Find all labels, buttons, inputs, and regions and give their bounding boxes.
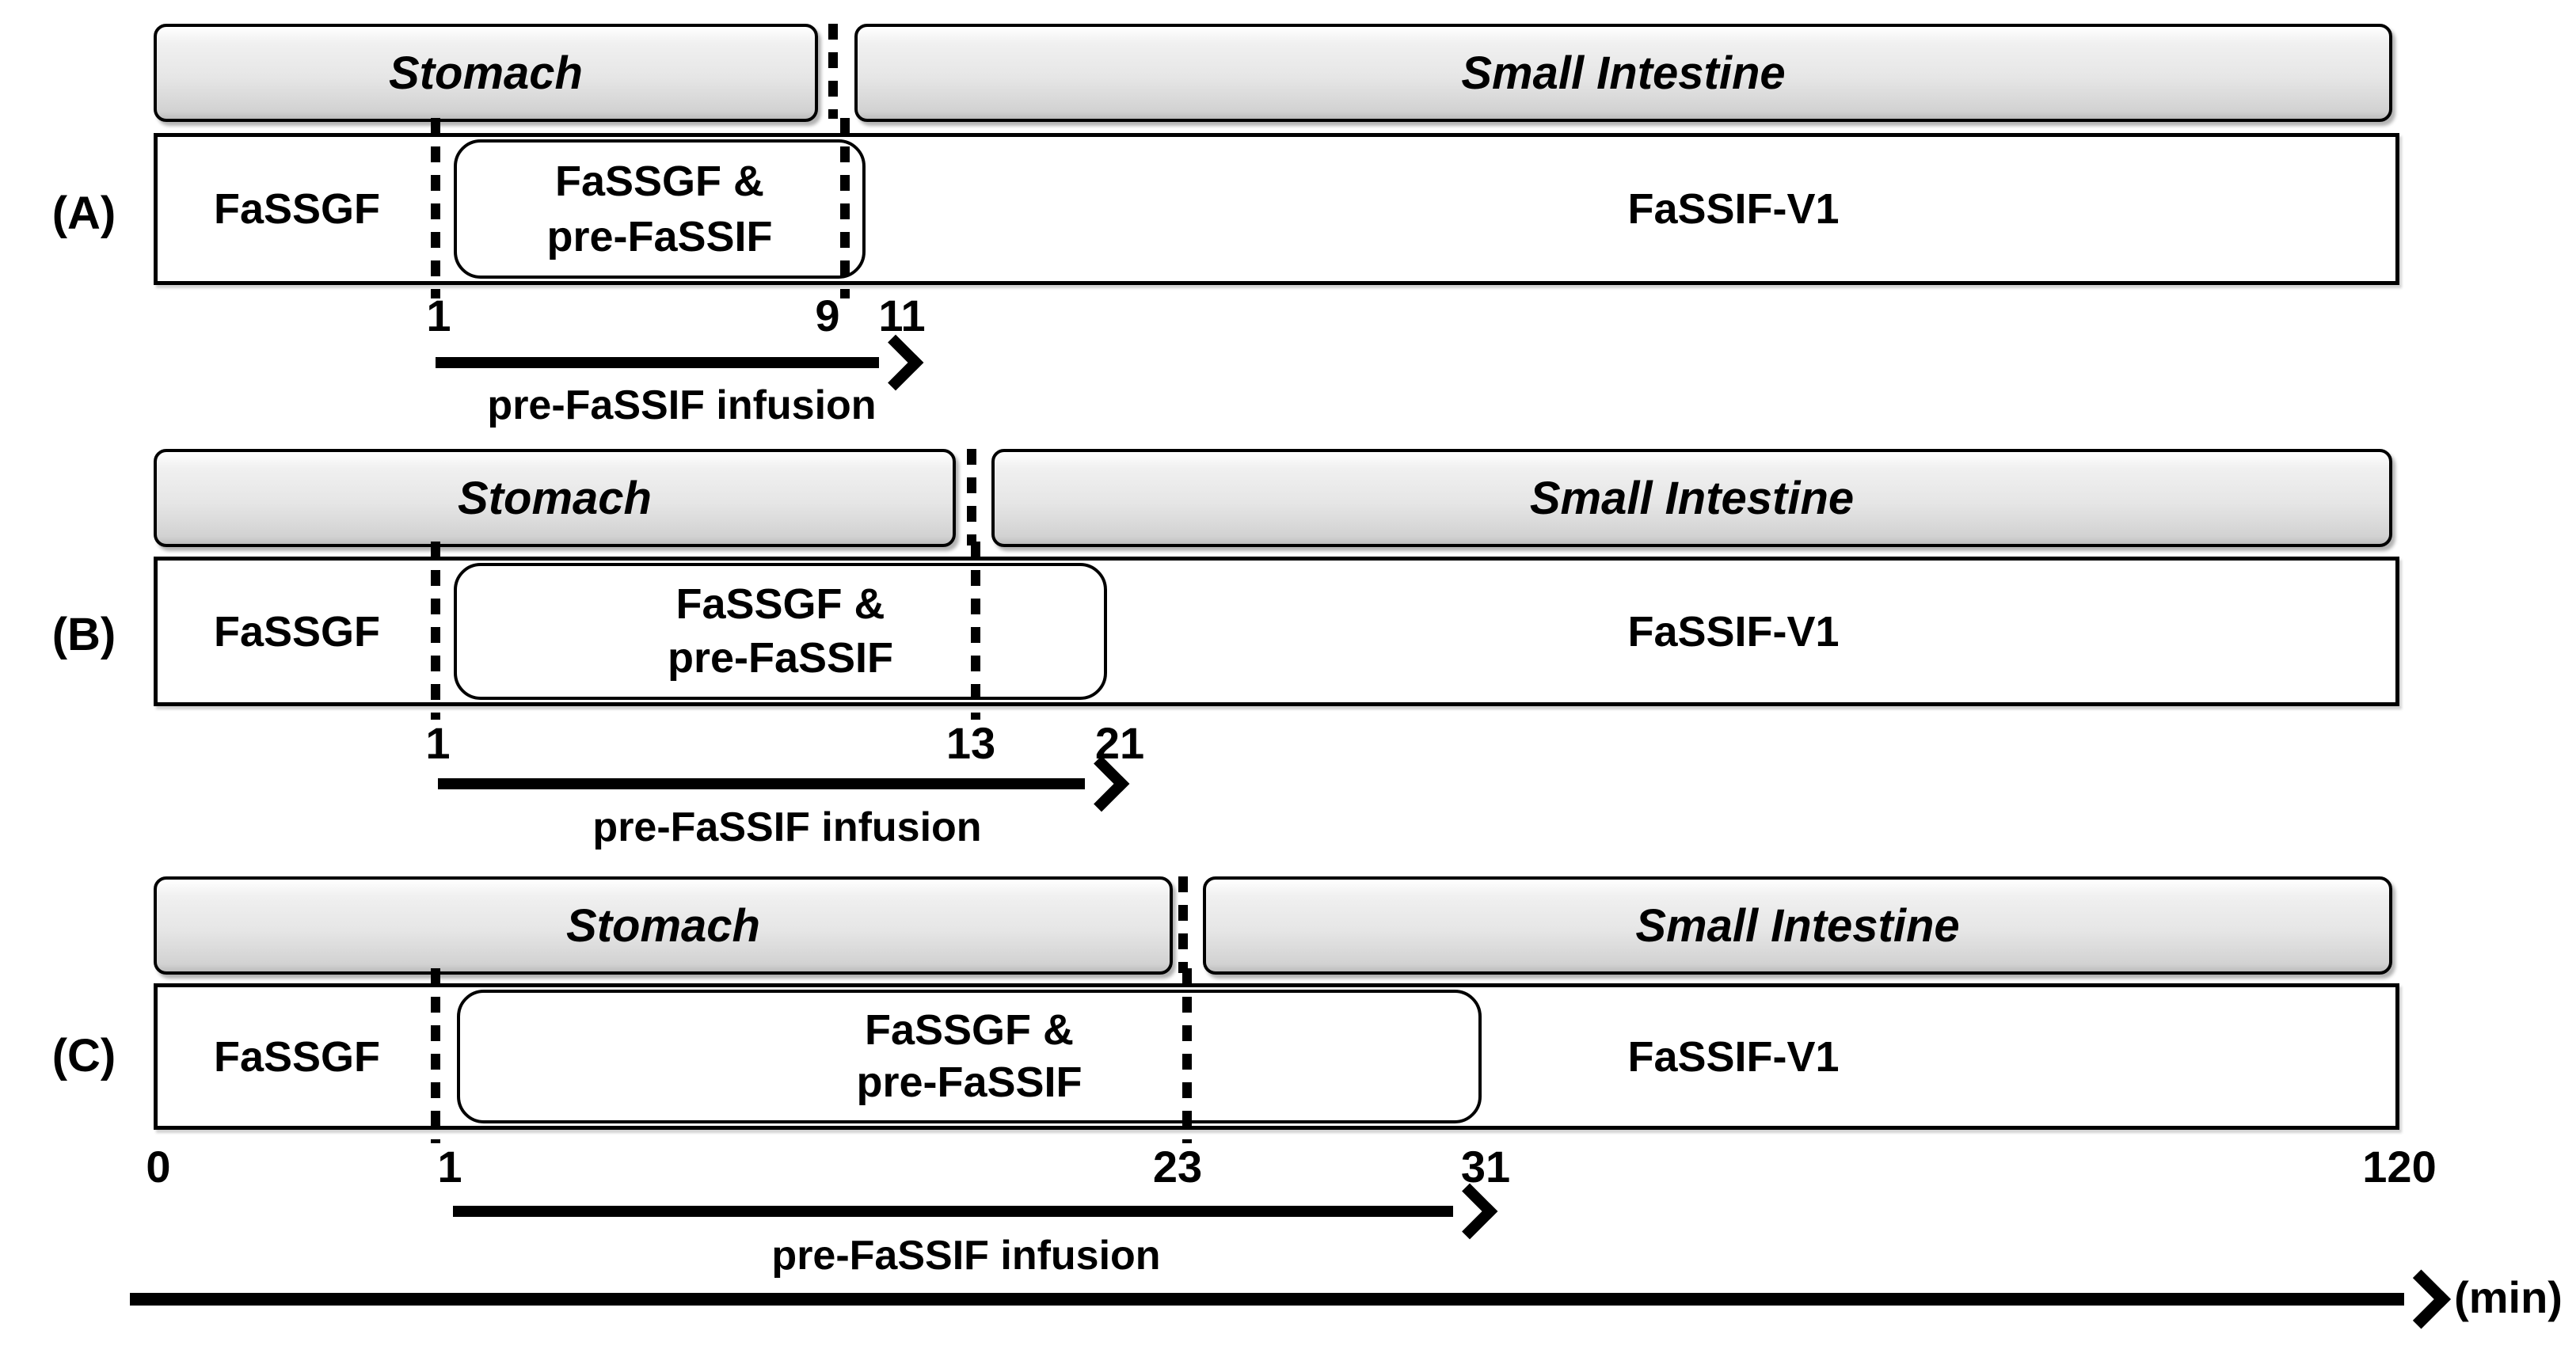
infusion-label-c: pre-FaSSIF infusion bbox=[771, 1233, 1161, 1279]
segment-mix-box-b: FaSSGF & pre-FaSSIF bbox=[454, 563, 1107, 700]
time-axis-arrow bbox=[130, 1293, 2404, 1306]
segment-fassif-c: FaSSIF-V1 bbox=[1627, 1032, 1840, 1081]
mix-line2-a: pre-FaSSIF bbox=[546, 212, 773, 260]
infusion-label-a: pre-FaSSIF infusion bbox=[487, 382, 877, 428]
media-bar-a: FaSSGF FaSSGF & pre-FaSSIF FaSSIF-V1 bbox=[154, 118, 2399, 298]
panel-letter-b: (B) bbox=[51, 609, 116, 660]
segment-fassif-a: FaSSIF-V1 bbox=[1627, 185, 1840, 233]
mix-line1-a: FaSSGF & bbox=[554, 157, 765, 205]
header-divider-dash-c bbox=[1178, 876, 1188, 973]
stomach-label-c: Stomach bbox=[566, 899, 760, 952]
mix-line1-c: FaSSGF & bbox=[864, 1005, 1075, 1054]
infusion-arrow-a bbox=[436, 357, 879, 368]
stomach-label-b: Stomach bbox=[458, 472, 652, 524]
dashed-line-t1-a bbox=[431, 118, 440, 298]
panel-letter-c: (C) bbox=[51, 1030, 116, 1081]
dashed-line-t1-c bbox=[431, 968, 440, 1143]
stomach-header-a: Stomach bbox=[154, 24, 818, 122]
segment-mix-box-a: FaSSGF & pre-FaSSIF bbox=[454, 139, 866, 279]
header-divider-dash-b bbox=[967, 449, 976, 545]
segment-fassgf-a: FaSSGF bbox=[213, 185, 381, 233]
small-intestine-header-c: Small Intestine bbox=[1203, 876, 2392, 975]
tick-b-1: 1 bbox=[425, 718, 451, 768]
tick-c-0: 0 bbox=[146, 1142, 171, 1192]
tick-c-120: 120 bbox=[2362, 1142, 2437, 1192]
infusion-arrow-b bbox=[438, 778, 1085, 789]
small-intestine-label-a: Small Intestine bbox=[1461, 47, 1786, 99]
tick-c-1: 1 bbox=[437, 1142, 462, 1192]
media-bar-c: FaSSGF FaSSGF & pre-FaSSIF FaSSIF-V1 bbox=[154, 968, 2399, 1143]
mix-line2-c: pre-FaSSIF bbox=[856, 1059, 1083, 1107]
tick-a-11: 11 bbox=[878, 291, 926, 340]
time-axis-unit-label: (min) bbox=[2454, 1272, 2563, 1322]
panel-letter-a: (A) bbox=[51, 188, 116, 239]
dashed-line-t23-c bbox=[1182, 968, 1192, 1143]
segment-fassgf-b: FaSSGF bbox=[213, 607, 381, 656]
header-divider-dash-a bbox=[828, 24, 838, 119]
segment-fassgf-c: FaSSGF bbox=[213, 1032, 381, 1081]
dashed-line-t13-b bbox=[971, 542, 980, 720]
segment-mix-box-c: FaSSGF & pre-FaSSIF bbox=[457, 990, 1482, 1123]
small-intestine-label-c: Small Intestine bbox=[1635, 899, 1960, 952]
mix-line1-b: FaSSGF & bbox=[675, 580, 885, 628]
small-intestine-header-b: Small Intestine bbox=[991, 449, 2392, 547]
tick-a-9: 9 bbox=[815, 291, 840, 340]
stomach-header-b: Stomach bbox=[154, 449, 956, 547]
small-intestine-label-b: Small Intestine bbox=[1529, 472, 1855, 524]
tick-c-23: 23 bbox=[1152, 1142, 1203, 1192]
tick-a-1: 1 bbox=[426, 291, 451, 340]
media-bar-b: FaSSGF FaSSGF & pre-FaSSIF FaSSIF-V1 bbox=[154, 542, 2399, 720]
small-intestine-header-a: Small Intestine bbox=[854, 24, 2392, 122]
stomach-label-a: Stomach bbox=[389, 47, 583, 99]
mix-line2-b: pre-FaSSIF bbox=[667, 634, 894, 682]
dashed-line-t1-b bbox=[431, 542, 440, 720]
infusion-label-b: pre-FaSSIF infusion bbox=[592, 804, 982, 850]
segment-fassif-b: FaSSIF-V1 bbox=[1627, 607, 1840, 656]
stomach-header-c: Stomach bbox=[154, 876, 1173, 975]
tick-b-13: 13 bbox=[946, 718, 996, 768]
dashed-line-t9-a bbox=[840, 118, 850, 298]
infusion-arrow-c bbox=[453, 1206, 1453, 1217]
